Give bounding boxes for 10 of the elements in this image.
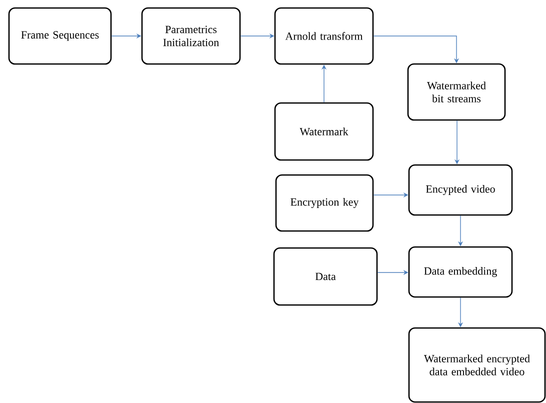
process-box: Encypted video [408, 164, 513, 216]
process-box: Arnold transform [274, 7, 374, 65]
process-box: Watermarked encrypted data embedded video [408, 327, 546, 403]
process-box: Data [273, 247, 378, 306]
process-box: Data embedding [408, 246, 513, 298]
process-box: Frame Sequences [8, 7, 112, 65]
process-box: Watermark [274, 102, 374, 161]
process-box: Parametrics Initialization [141, 7, 241, 65]
process-box: Watermarked bit streams [407, 63, 506, 121]
process-box: Encryption key [275, 174, 374, 232]
